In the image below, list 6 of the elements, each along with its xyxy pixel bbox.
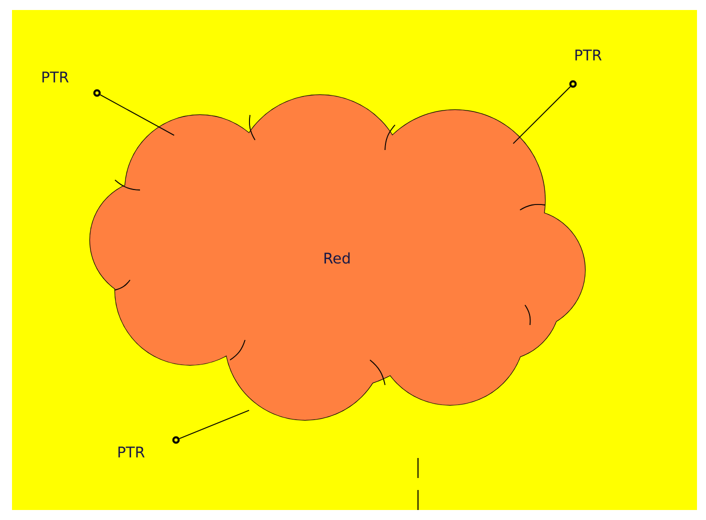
connector-line xyxy=(100,94,175,136)
connector-line xyxy=(512,86,571,144)
node-label: PTR xyxy=(118,446,145,458)
node-label: PTR xyxy=(42,72,69,82)
node-label: PTR xyxy=(575,50,602,60)
connector-line xyxy=(179,410,250,440)
